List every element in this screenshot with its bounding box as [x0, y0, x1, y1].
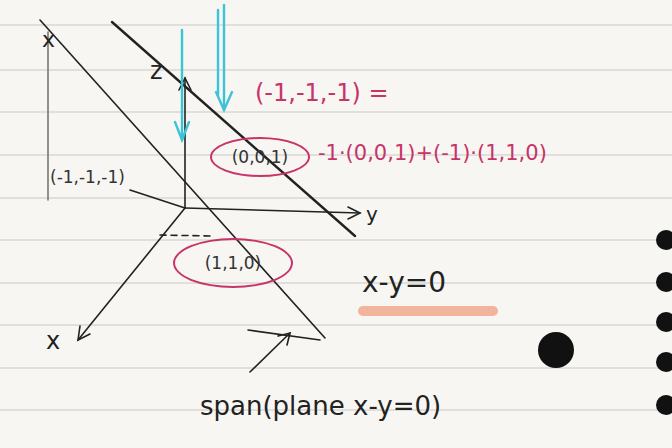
handwritten-label: x	[46, 328, 60, 354]
handwritten-label: x-y=0	[362, 268, 446, 299]
handwritten-label: x	[42, 28, 55, 52]
vector-text: (1,1,0)	[205, 253, 262, 273]
handwritten-label: span(plane x-y=0)	[200, 392, 441, 421]
handwritten-label: -1·(0,0,1)+(-1)·(1,1,0)	[318, 142, 547, 165]
handwritten-label: z	[150, 58, 163, 84]
handwritten-label: y	[366, 203, 378, 225]
circled-vector: (0,0,1)	[210, 137, 310, 177]
vector-text: (0,0,1)	[232, 147, 289, 167]
handwritten-label: (-1,-1,-1) =	[255, 80, 389, 106]
handwritten-label: (-1,-1,-1)	[50, 168, 125, 187]
circled-vector: (1,1,0)	[173, 238, 293, 288]
